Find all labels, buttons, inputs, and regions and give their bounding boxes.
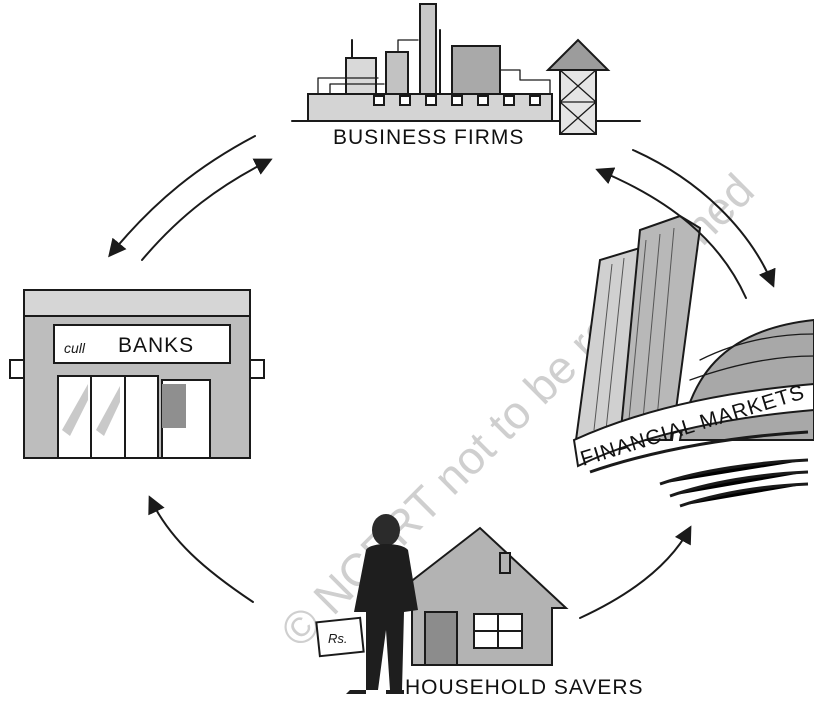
financial-markets-node: FINANCIAL MARKETS — [572, 214, 814, 508]
business-firms-node: BUSINESS FIRMS — [291, 3, 641, 149]
household-savers-label: HOUSEHOLD SAVERS — [405, 676, 644, 699]
briefcase-icon: Rs. — [315, 616, 365, 658]
arrow-banks-to-firms — [141, 158, 273, 261]
stock-exchange-icon — [572, 214, 814, 508]
arrow-households-to-banks — [148, 495, 254, 603]
bank-sign-script: cull — [64, 340, 86, 356]
house-icon — [398, 526, 569, 666]
arrow-firms-to-markets — [632, 149, 776, 288]
arrow-households-to-markets — [579, 525, 692, 619]
arrow-markets-to-firms — [595, 167, 747, 299]
banks-node: cull BANKS — [9, 289, 265, 459]
business-firms-label: BUSINESS FIRMS — [333, 126, 524, 149]
banks-label: BANKS — [118, 334, 194, 357]
factory-icon — [291, 3, 641, 135]
briefcase-label: Rs. — [328, 631, 348, 646]
person-icon — [346, 514, 418, 694]
household-savers-node: Rs. HOUSEHOLD SAVERS — [315, 514, 644, 699]
flow-arrows — [108, 135, 776, 619]
bank-building-icon — [9, 289, 265, 459]
arrow-firms-to-banks — [108, 135, 256, 258]
